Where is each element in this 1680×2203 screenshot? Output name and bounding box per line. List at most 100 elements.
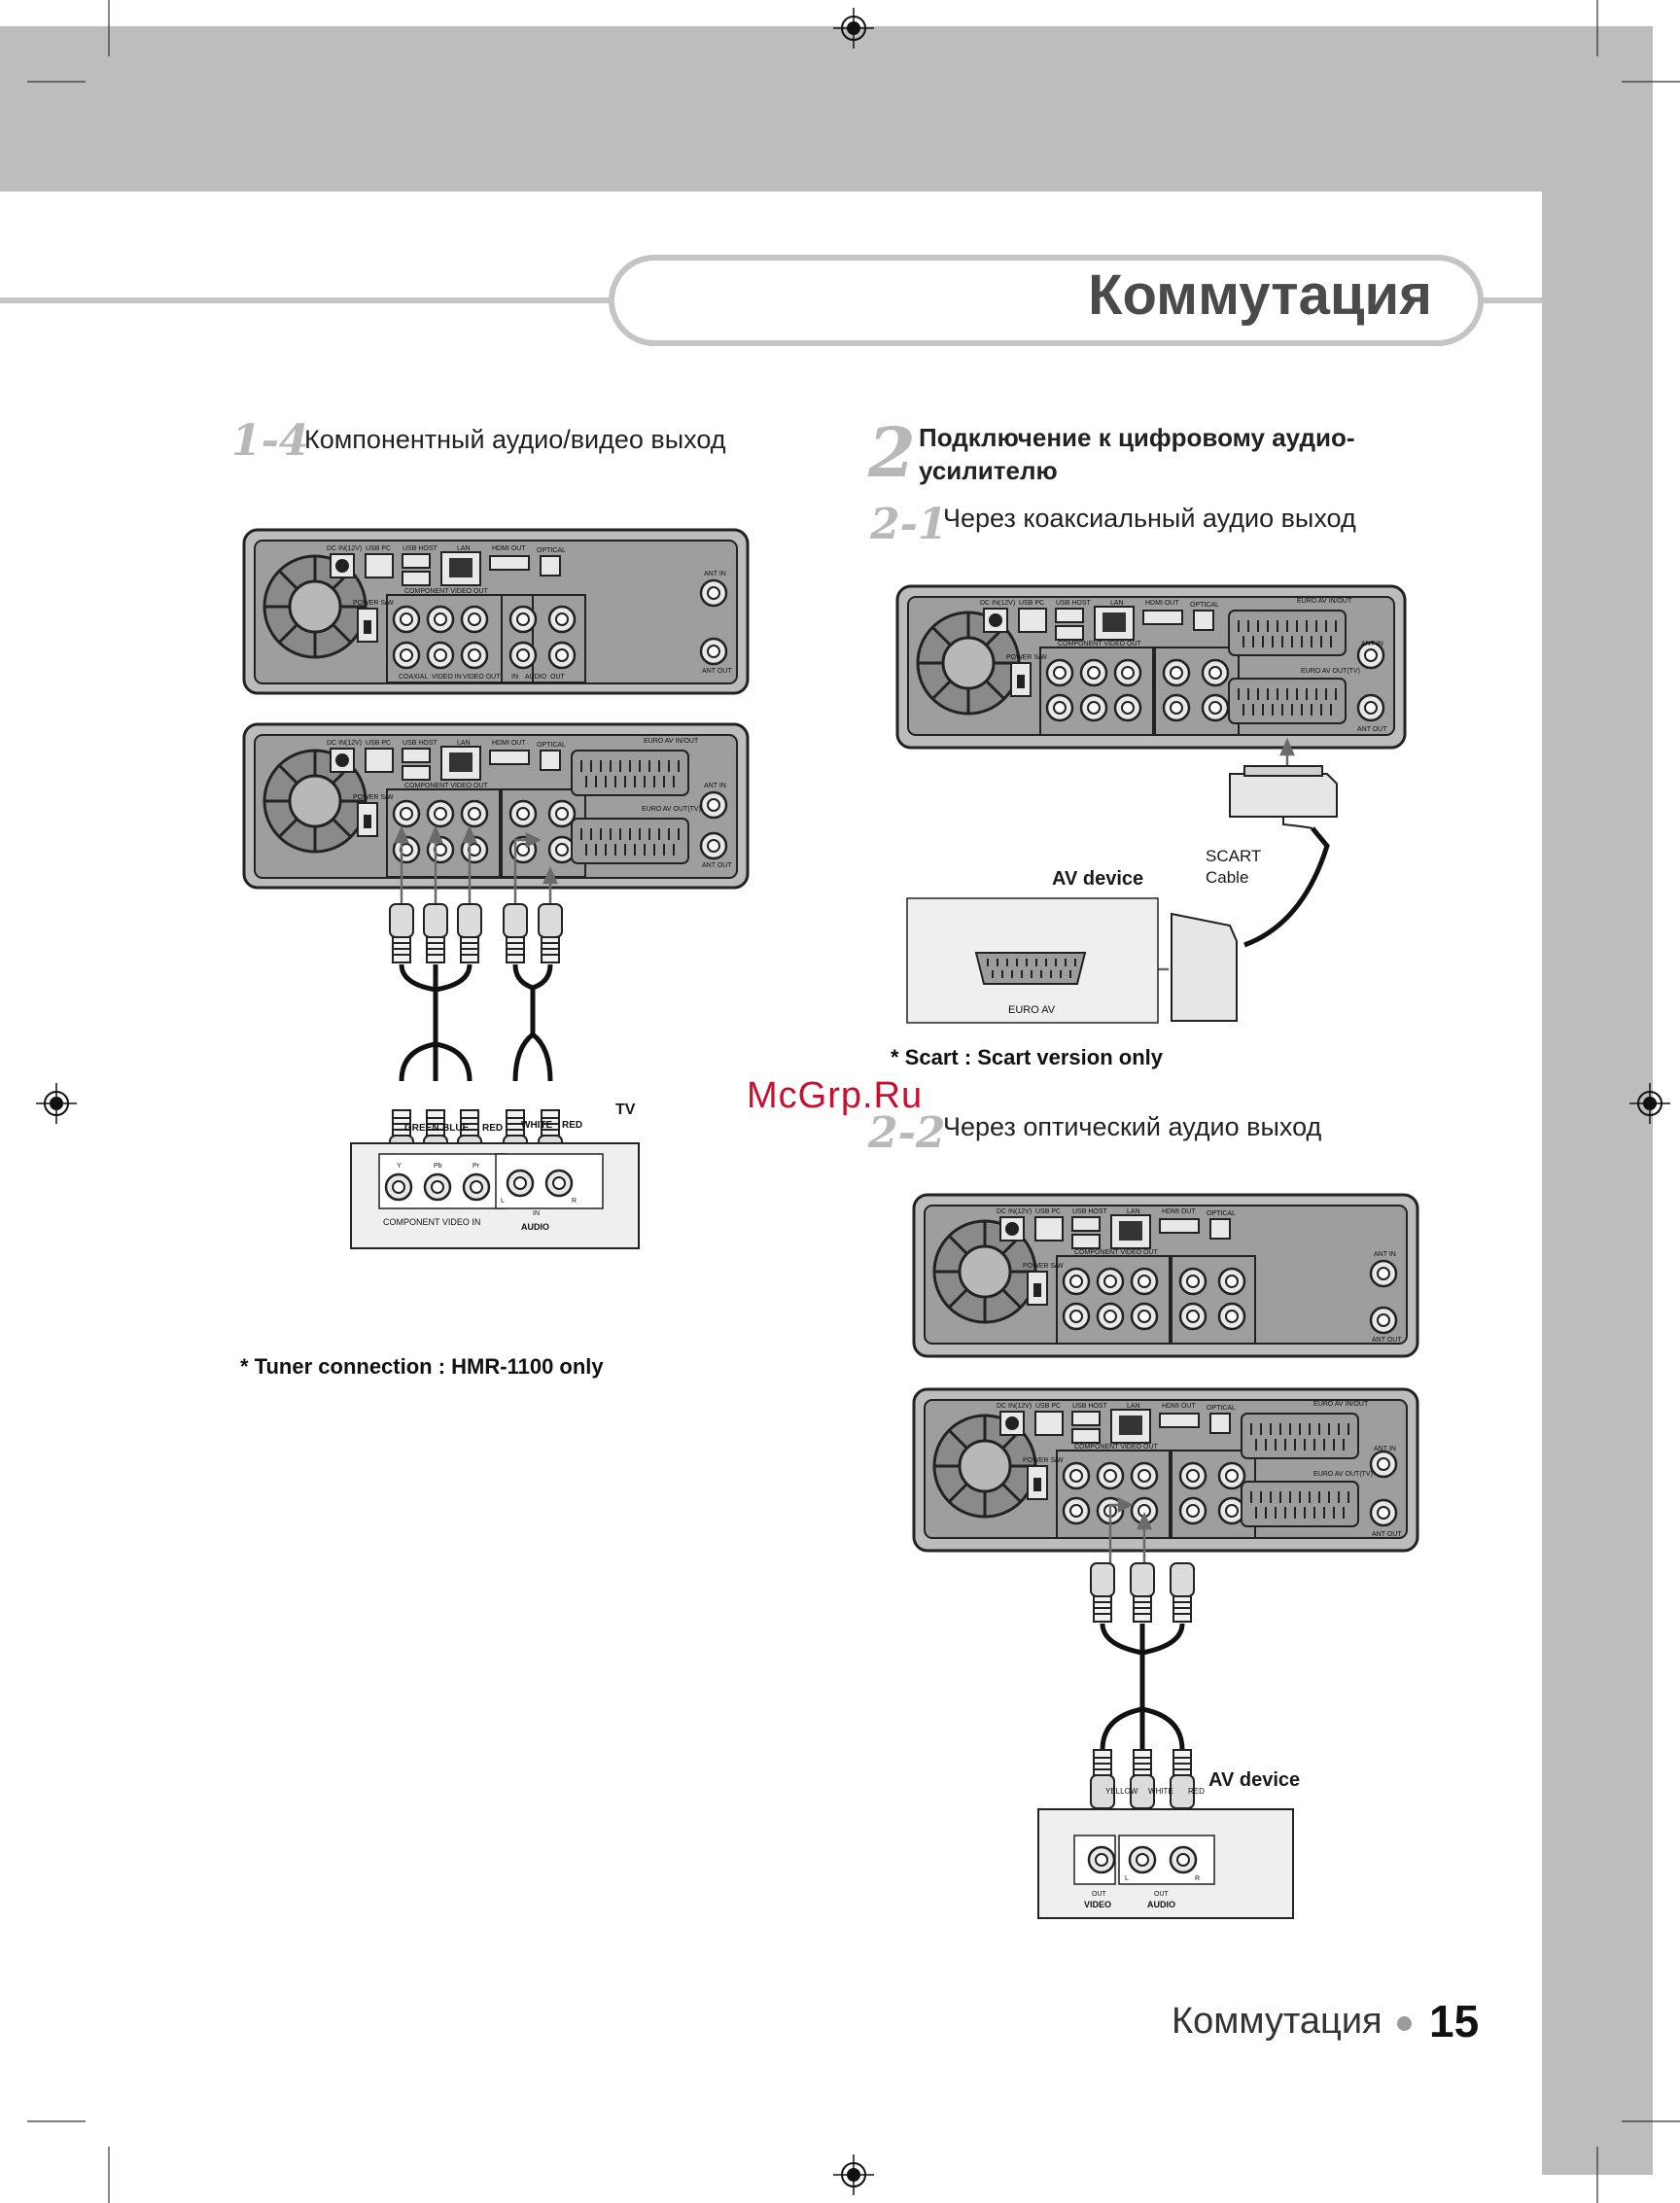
svg-text:ANT OUT: ANT OUT — [1372, 1531, 1402, 1538]
cable-color-blue: BLUE — [442, 1123, 470, 1134]
svg-text:COMPONENT VIDEO OUT: COMPONENT VIDEO OUT — [404, 783, 489, 789]
svg-text:OPTICAL: OPTICAL — [1207, 1210, 1236, 1217]
svg-text:OPTICAL: OPTICAL — [1190, 602, 1219, 609]
cable-color-white: WHITE — [521, 1120, 553, 1131]
svg-text:USB HOST: USB HOST — [1072, 1403, 1108, 1410]
svg-text:USB HOST: USB HOST — [1056, 600, 1092, 607]
cable-color-red: RED — [1188, 1787, 1205, 1796]
page-number: 15 — [1429, 1996, 1480, 2046]
section-title-line1: Подключение к цифровому аудио- — [919, 423, 1355, 452]
svg-text:EURO AV IN/OUT: EURO AV IN/OUT — [1313, 1401, 1369, 1408]
tv-jack-l: L — [501, 1198, 505, 1205]
svg-text:HDMI OUT: HDMI OUT — [492, 740, 526, 747]
svg-text:ANT IN: ANT IN — [1374, 1446, 1396, 1452]
panel-label-usb-pc: USB PC — [366, 545, 391, 552]
panel-label-euro-av-out-tv: EURO AV OUT(TV) — [642, 806, 701, 813]
panel-label-lan: LAN — [457, 545, 471, 552]
tv-in-label: IN — [533, 1210, 540, 1217]
av-out-audio-label: OUT — [1154, 1891, 1170, 1898]
svg-text:HDMI OUT: HDMI OUT — [1162, 1403, 1196, 1410]
svg-text:ANT IN: ANT IN — [704, 783, 726, 789]
tv-jack-pr: Pr — [472, 1163, 480, 1170]
panel-label-video-out: VIDEO OUT — [463, 674, 501, 681]
svg-text:POWER S/W: POWER S/W — [1023, 1457, 1064, 1464]
tv-label: TV — [615, 1102, 636, 1118]
header-band — [0, 26, 1653, 192]
device-rear-panel-scart: DC IN(12V) USB PC USB HOST LAN HDMI OUT OPTI… — [895, 584, 1407, 750]
panel-label-dc-in: DC IN(12V) — [327, 545, 362, 552]
svg-text:LAN: LAN — [1127, 1403, 1140, 1410]
svg-text:DC IN(12V): DC IN(12V) — [980, 600, 1015, 607]
scart-note: * Scart : Scart version only — [891, 1045, 1163, 1069]
av-video-label: VIDEO — [1084, 1900, 1111, 1909]
panel-label-component-video-out: COMPONENT VIDEO OUT — [404, 588, 489, 595]
panel-label-video-in: VIDEO IN — [432, 674, 462, 681]
svg-text:USB PC: USB PC — [1035, 1208, 1061, 1215]
panel-label-power-sw: POWER S/W — [353, 600, 394, 607]
panel-label-audio: AUDIO — [525, 674, 547, 681]
svg-text:POWER S/W: POWER S/W — [353, 794, 394, 801]
registration-mark-icon — [36, 1083, 77, 1124]
svg-text:OPTICAL: OPTICAL — [537, 742, 566, 749]
device-rear-panel-scart: DC IN(12V)USB PC USB HOST LAN HDMI OUT OPTI… — [912, 1387, 1419, 1553]
cable-color-green: GREEN — [404, 1123, 439, 1134]
svg-text:LAN: LAN — [1127, 1208, 1140, 1215]
panel-label-hdmi-out: HDMI OUT — [492, 545, 526, 552]
av-device-label: AV device — [1052, 868, 1144, 890]
svg-text:POWER S/W: POWER S/W — [1006, 654, 1047, 661]
tv-component-label: COMPONENT VIDEO IN — [383, 1217, 480, 1227]
av-device-output-panel: L R OUT OUT VIDEO AUDIO — [1037, 1808, 1294, 1919]
panel-label-euro-av-inout: EURO AV IN/OUT — [644, 738, 699, 745]
svg-text:COMPONENT VIDEO OUT: COMPONENT VIDEO OUT — [1074, 1249, 1159, 1256]
tv-audio-label: AUDIO — [521, 1222, 549, 1232]
panel-label-coaxial: COAXIAL — [399, 674, 428, 681]
svg-text:USB HOST: USB HOST — [1072, 1208, 1108, 1215]
section-number: 2 — [868, 412, 916, 493]
page-title: Коммутация — [1088, 263, 1432, 327]
av-jack-l: L — [1125, 1875, 1129, 1882]
title-rule-left — [0, 297, 614, 303]
av-device-label: AV device — [1208, 1769, 1301, 1791]
footer-bullet-icon — [1397, 2016, 1412, 2031]
svg-text:HDMI OUT: HDMI OUT — [1162, 1208, 1196, 1215]
registration-mark-icon — [833, 8, 874, 49]
panel-label-in: IN — [511, 674, 518, 681]
scart-connection: EURO AV — [906, 737, 1338, 1024]
av-jack-r: R — [1195, 1875, 1200, 1882]
registration-mark-icon — [1629, 1083, 1670, 1124]
svg-text:OPTICAL: OPTICAL — [1207, 1405, 1236, 1412]
svg-text:DC IN(12V): DC IN(12V) — [327, 740, 362, 747]
svg-text:USB PC: USB PC — [1035, 1403, 1061, 1410]
av-cables: YELLOW WHITE RED — [1090, 1496, 1205, 1898]
svg-text:HDMI OUT: HDMI OUT — [1145, 600, 1179, 607]
cable-color-yellow: YELLOW — [1105, 1787, 1138, 1796]
tv-input-panel: Y Pb Pr L R IN COMPONENT VIDEO IN AUDIO — [350, 1142, 640, 1249]
svg-text:LAN: LAN — [1110, 600, 1124, 607]
section-title: Через оптический аудио выход — [943, 1112, 1322, 1141]
watermark: McGrp.Ru — [747, 1075, 924, 1116]
tv-jack-r: R — [572, 1198, 577, 1205]
scart-label-line2: Cable — [1206, 868, 1249, 887]
svg-text:EURO AV OUT(TV): EURO AV OUT(TV) — [1313, 1471, 1373, 1478]
section-title: Через коаксиальный аудио выход — [943, 504, 1356, 533]
av-out-video-label: OUT — [1092, 1891, 1107, 1898]
section-number: 1-4 — [231, 416, 309, 466]
svg-text:ANT IN: ANT IN — [1374, 1251, 1396, 1258]
svg-text:USB PC: USB PC — [1019, 600, 1044, 607]
tv-jack-y: Y — [397, 1163, 402, 1170]
svg-text:ANT OUT: ANT OUT — [1357, 726, 1387, 733]
svg-text:ANT OUT: ANT OUT — [1372, 1337, 1402, 1344]
svg-text:DC IN(12V): DC IN(12V) — [997, 1208, 1032, 1215]
tv-jack-pb: Pb — [434, 1163, 442, 1170]
side-band — [1542, 192, 1653, 2175]
av-audio-label: AUDIO — [1147, 1900, 1175, 1909]
device-rear-panel: DC IN(12V) USB PC USB HOST LAN HDMI OUT … — [242, 528, 750, 695]
panel-label-usb-host: USB HOST — [402, 545, 438, 552]
registration-mark-icon — [833, 2154, 874, 2195]
cable-color-red: RED — [482, 1123, 503, 1134]
svg-text:DC IN(12V): DC IN(12V) — [997, 1403, 1032, 1410]
section-number: 2-2 — [868, 1108, 946, 1158]
svg-text:COMPONENT VIDEO OUT: COMPONENT VIDEO OUT — [1058, 641, 1142, 647]
